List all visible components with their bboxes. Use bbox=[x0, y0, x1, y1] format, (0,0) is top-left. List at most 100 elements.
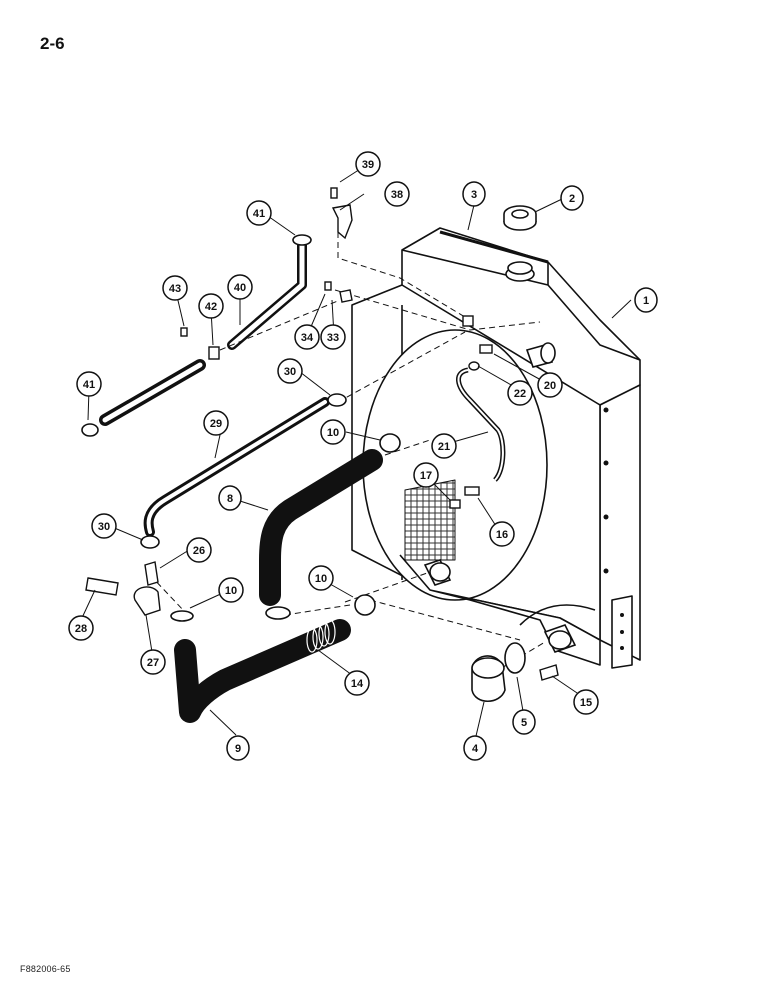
fittings bbox=[85, 187, 559, 681]
callout-10a: 10 bbox=[320, 419, 346, 445]
routing-lines bbox=[149, 222, 546, 673]
lower-radiator-hose-9 bbox=[174, 619, 351, 723]
radiator-cap bbox=[503, 205, 537, 231]
svg-text:39: 39 bbox=[362, 159, 374, 171]
callout-2: 2 bbox=[560, 185, 584, 211]
callout-33: 33 bbox=[320, 324, 346, 350]
callout-27: 27 bbox=[140, 649, 166, 675]
elbow-27 bbox=[133, 586, 161, 616]
overflow-tube bbox=[439, 230, 549, 264]
clamp-10-a bbox=[379, 433, 401, 453]
svg-text:21: 21 bbox=[438, 441, 450, 453]
fitting-17 bbox=[449, 499, 461, 509]
callout-29: 29 bbox=[203, 410, 229, 436]
callout-1: 1 bbox=[634, 287, 658, 313]
bracket-42 bbox=[208, 346, 220, 360]
svg-text:41: 41 bbox=[83, 379, 95, 391]
bolt-43 bbox=[180, 327, 188, 337]
svg-text:16: 16 bbox=[496, 529, 508, 541]
svg-text:3: 3 bbox=[471, 189, 477, 201]
callout-30b: 30 bbox=[91, 513, 117, 539]
figure-id: F882006-65 bbox=[20, 964, 71, 974]
clamp-41-upper bbox=[292, 234, 312, 246]
fitting-26 bbox=[144, 561, 159, 586]
svg-text:27: 27 bbox=[147, 657, 159, 669]
callout-42: 42 bbox=[198, 293, 224, 319]
hose-clamps bbox=[81, 234, 526, 674]
callout-41b: 41 bbox=[76, 371, 102, 397]
svg-text:9: 9 bbox=[235, 743, 241, 755]
svg-text:20: 20 bbox=[544, 380, 556, 392]
bottom-outlet bbox=[543, 624, 577, 653]
svg-text:10: 10 bbox=[327, 427, 339, 439]
svg-text:10: 10 bbox=[315, 573, 327, 585]
svg-text:38: 38 bbox=[391, 189, 403, 201]
svg-text:10: 10 bbox=[225, 585, 237, 597]
clamp-41-lower bbox=[81, 423, 99, 437]
svg-text:22: 22 bbox=[514, 388, 526, 400]
svg-text:4: 4 bbox=[472, 743, 479, 755]
upper-radiator-hose-8 bbox=[259, 449, 383, 606]
svg-text:34: 34 bbox=[301, 332, 314, 344]
washer-22 bbox=[468, 361, 480, 371]
clamp-5 bbox=[504, 642, 526, 674]
svg-text:30: 30 bbox=[98, 521, 110, 533]
callout-38: 38 bbox=[384, 181, 410, 207]
clamp-30-lower bbox=[140, 535, 160, 549]
callout-30a: 30 bbox=[277, 358, 303, 384]
drain-valve-15 bbox=[539, 664, 559, 681]
clip-33 bbox=[339, 289, 353, 303]
svg-text:42: 42 bbox=[205, 301, 217, 313]
lower-inlet bbox=[423, 559, 452, 586]
callout-40: 40 bbox=[227, 274, 253, 300]
svg-text:1: 1 bbox=[643, 295, 649, 307]
callout-34: 34 bbox=[294, 324, 320, 350]
callout-16: 16 bbox=[489, 521, 515, 547]
callout-21: 21 bbox=[431, 433, 457, 459]
callout-43: 43 bbox=[162, 275, 188, 301]
clamp-30-upper bbox=[327, 393, 347, 407]
callout-41a: 41 bbox=[246, 200, 272, 226]
callouts: 1 2 3 4 5 8 9 10 10 10 14 15 16 17 20 21… bbox=[68, 151, 658, 761]
svg-text:33: 33 bbox=[327, 332, 339, 344]
clamp-10-c bbox=[354, 594, 376, 616]
callout-8: 8 bbox=[218, 485, 242, 511]
callout-15: 15 bbox=[573, 689, 599, 715]
callout-9: 9 bbox=[226, 735, 250, 761]
clamp-10-b bbox=[265, 606, 291, 620]
svg-text:28: 28 bbox=[75, 623, 87, 635]
callout-5: 5 bbox=[512, 709, 536, 735]
callout-10b: 10 bbox=[218, 577, 244, 603]
fitting-28 bbox=[85, 577, 119, 596]
callout-39: 39 bbox=[355, 151, 381, 177]
callout-17: 17 bbox=[413, 462, 439, 488]
callout-22: 22 bbox=[507, 380, 533, 406]
svg-text:29: 29 bbox=[210, 418, 222, 430]
hoses bbox=[99, 240, 383, 723]
plug-cap-4 bbox=[471, 655, 506, 703]
fitting-top bbox=[462, 315, 474, 327]
page-number: 2-6 bbox=[40, 34, 65, 53]
radiator-assembly bbox=[351, 227, 641, 669]
callout-28: 28 bbox=[68, 615, 94, 641]
panel-bolts bbox=[603, 407, 624, 650]
svg-text:26: 26 bbox=[193, 545, 205, 557]
hose-spring-14 bbox=[306, 619, 336, 653]
svg-text:15: 15 bbox=[580, 697, 592, 709]
bolt-39 bbox=[330, 187, 338, 199]
svg-text:43: 43 bbox=[169, 283, 181, 295]
filler-neck bbox=[505, 261, 535, 282]
svg-text:41: 41 bbox=[253, 208, 265, 220]
svg-text:8: 8 bbox=[227, 493, 233, 505]
callout-4: 4 bbox=[463, 735, 487, 761]
callout-3: 3 bbox=[462, 181, 486, 207]
callout-14: 14 bbox=[344, 670, 370, 696]
svg-text:5: 5 bbox=[521, 717, 527, 729]
svg-text:40: 40 bbox=[234, 282, 246, 294]
svg-text:14: 14 bbox=[351, 678, 364, 690]
bracket-38 bbox=[331, 204, 353, 240]
callout-10c: 10 bbox=[308, 565, 334, 591]
callout-26: 26 bbox=[186, 537, 212, 563]
